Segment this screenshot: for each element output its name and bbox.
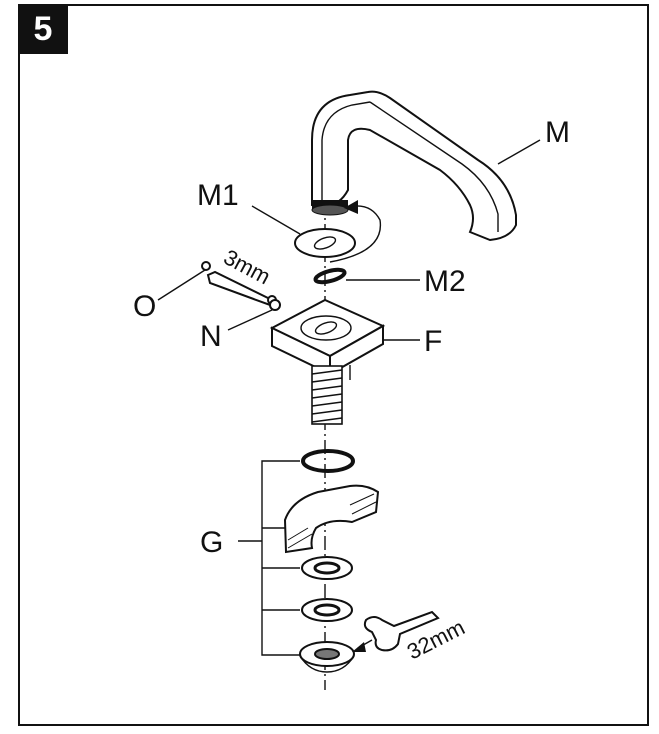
rotate-arrow (329, 205, 382, 263)
mounting-nut (299, 641, 355, 673)
label-M2: M2 (424, 265, 466, 298)
step-number-badge: 5 (18, 4, 68, 54)
bracket-G (238, 460, 300, 656)
leader-N (227, 309, 273, 331)
flange-F (269, 298, 386, 380)
threaded-shank (311, 365, 343, 425)
label-N: N (200, 320, 222, 353)
leader-M1 (251, 205, 301, 235)
label-M1: M1 (197, 179, 239, 212)
wrench-icon (352, 610, 440, 652)
washer-1 (301, 556, 353, 580)
label-F: F (424, 325, 442, 358)
rotate-arrow-head (344, 200, 358, 214)
label-G: G (200, 526, 223, 559)
oring-M2 (313, 267, 347, 285)
leader-M (497, 139, 541, 165)
washer-M1 (294, 228, 356, 258)
label-O: O (133, 290, 156, 323)
counter-top-section (283, 484, 380, 554)
leader-O (157, 269, 206, 301)
figure-frame (18, 4, 649, 726)
spout-M (311, 90, 517, 242)
label-M: M (545, 116, 570, 149)
set-screw-N (269, 299, 281, 311)
seal-ring (301, 449, 355, 473)
washer-2 (301, 598, 353, 622)
